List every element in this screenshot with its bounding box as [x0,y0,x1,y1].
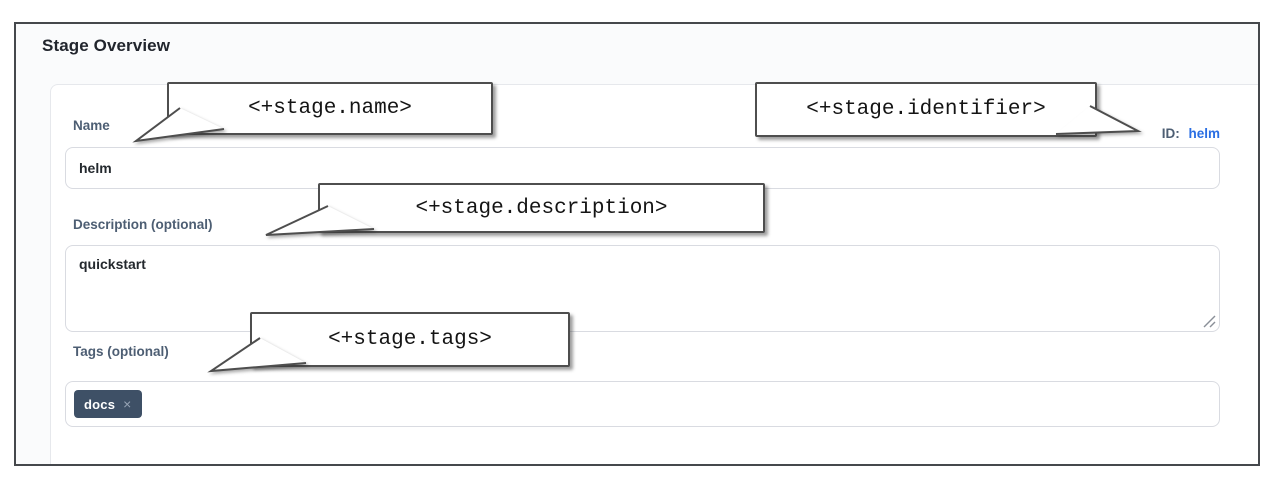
stage-id-row: ID: helm [1162,126,1220,141]
callout-stage-tags-text: <+stage.tags> [328,328,492,351]
tags-input[interactable]: docs × [65,381,1220,427]
page-title: Stage Overview [42,36,171,55]
tag-remove-icon[interactable]: × [123,396,132,412]
callout-stage-tags: <+stage.tags> [250,312,570,367]
callout-stage-identifier: <+stage.identifier> [755,82,1097,137]
description-textarea[interactable]: quickstart [65,245,1220,332]
id-label: ID: [1161,126,1180,141]
callout-stage-description: <+stage.description> [318,183,765,233]
textarea-resize-handle-icon[interactable] [1202,314,1217,329]
description-label: Description (optional) [73,217,213,232]
tag-chip-label: docs [84,396,116,412]
callout-stage-name-text: <+stage.name> [248,97,412,120]
tag-chip-docs: docs × [74,390,142,418]
id-value-link[interactable]: helm [1188,126,1220,141]
tags-label: Tags (optional) [73,344,169,359]
callout-stage-name: <+stage.name> [167,82,493,135]
name-label: Name [73,118,110,133]
callout-stage-identifier-text: <+stage.identifier> [806,98,1046,121]
callout-stage-description-text: <+stage.description> [415,196,668,220]
